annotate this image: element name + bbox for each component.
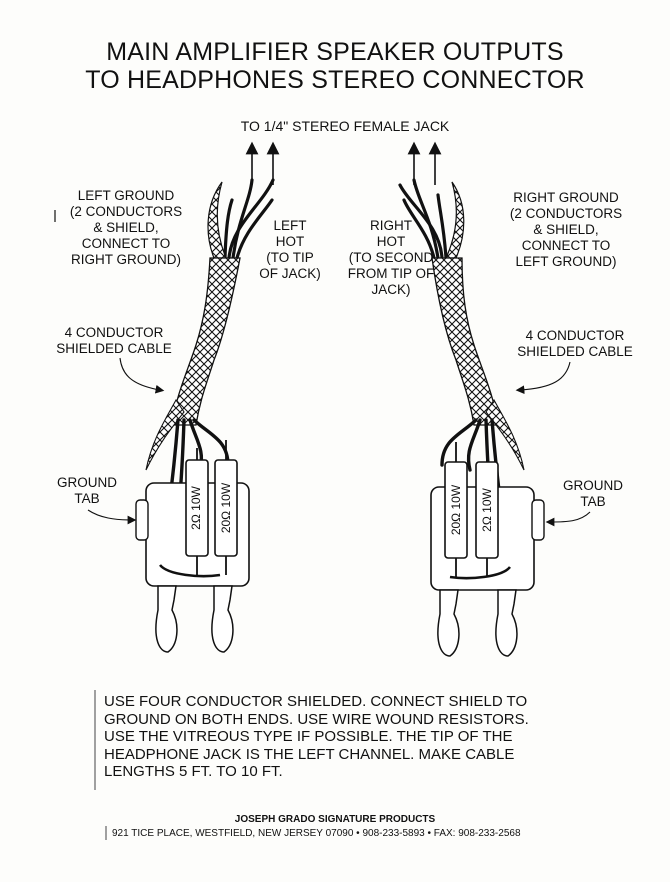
- right-ground-tab: [531, 499, 545, 541]
- left-up-arrows: [245, 141, 280, 185]
- right-cable-label: 4 CONDUCTOR SHIELDED CABLE: [517, 328, 633, 359]
- left-resistor-1-label: 2Ω 10W: [189, 486, 203, 530]
- right-tab-leader: [545, 511, 591, 527]
- right-top-wires: [398, 178, 448, 260]
- left-assembly: [54, 141, 280, 653]
- right-up-arrows: [407, 141, 442, 185]
- right-assembly: [398, 141, 591, 657]
- left-shield-strip: [207, 181, 227, 259]
- right-ground-tab-label: GROUND TAB: [563, 478, 623, 509]
- title-line-2: TO HEADPHONES STEREO CONNECTOR: [85, 66, 585, 94]
- left-cable-label: 4 CONDUCTOR SHIELDED CABLE: [56, 325, 172, 356]
- left-resistor-2-label: 20Ω 10W: [219, 482, 233, 534]
- left-shield-tail: [145, 398, 185, 471]
- company-address: 921 TICE PLACE, WESTFIELD, NEW JERSEY 07…: [112, 828, 521, 839]
- left-tab-leader: [87, 509, 137, 525]
- left-ground-tab-label: GROUND TAB: [57, 475, 117, 506]
- right-shield-strip: [445, 181, 465, 259]
- left-banana-plugs: [155, 585, 234, 653]
- right-resistor-1-label: 20Ω 10W: [449, 484, 463, 536]
- left-cable-leader: [119, 357, 165, 394]
- left-shielded-cable: [171, 257, 241, 426]
- title-line-1: MAIN AMPLIFIER SPEAKER OUTPUTS: [106, 38, 564, 66]
- company-name: JOSEPH GRADO SIGNATURE PRODUCTS: [234, 814, 436, 825]
- right-cable-leader: [515, 361, 571, 395]
- left-top-wires: [223, 178, 275, 260]
- right-resistor-2-label: 2Ω 10W: [480, 488, 494, 532]
- right-hot-label: RIGHT HOT (TO SECOND FROM TIP OF JACK): [347, 218, 435, 297]
- left-ground-label: LEFT GROUND (2 CONDUCTORS & SHIELD, CONN…: [69, 188, 183, 267]
- left-hot-label: LEFT HOT (TO TIP OF JACK): [259, 218, 321, 281]
- jack-label: TO 1/4" STEREO FEMALE JACK: [240, 118, 450, 134]
- instructions-note: USE FOUR CONDUCTOR SHIELDED. CONNECT SHI…: [104, 693, 529, 780]
- right-shield-tail: [485, 398, 525, 471]
- left-ground-tab: [135, 499, 149, 541]
- right-ground-label: RIGHT GROUND (2 CONDUCTORS & SHIELD, CON…: [509, 190, 623, 269]
- right-banana-plugs: [437, 589, 518, 657]
